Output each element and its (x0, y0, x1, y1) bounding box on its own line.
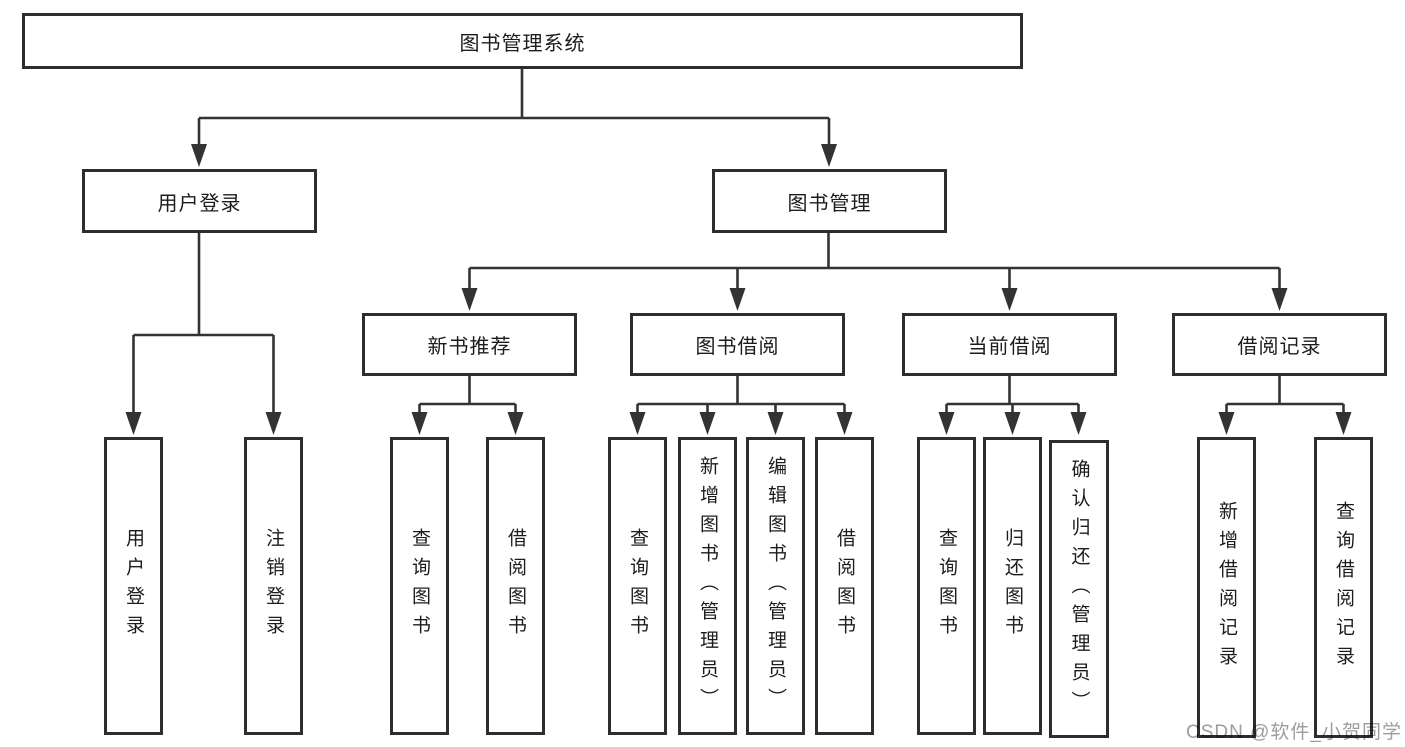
leaf-current-confirm-return-admin: 确认归还（管理员） (1049, 440, 1109, 738)
node-label: 注销登录 (263, 528, 284, 644)
node-label: 借阅记录 (1237, 336, 1322, 358)
leaf-records-query-borrow-record: 查询借阅记录 (1314, 437, 1373, 738)
node-borrow-records: 借阅记录 (1172, 313, 1387, 376)
node-book-management: 图书管理 (712, 169, 947, 233)
node-label: 借阅图书 (834, 528, 855, 644)
csdn-watermark: CSDN @软件_小贺同学 (1186, 722, 1402, 743)
node-label: 查询图书 (936, 528, 957, 644)
leaf-borrowing-query-books: 查询图书 (608, 437, 667, 735)
node-label: 查询借阅记录 (1333, 500, 1354, 675)
node-label: 借阅图书 (505, 528, 526, 644)
leaf-borrowing-edit-books-admin: 编辑图书（管理员） (746, 437, 805, 735)
leaf-logout: 注销登录 (244, 437, 303, 735)
leaf-newbook-query-books: 查询图书 (390, 437, 449, 735)
leaf-current-query-books: 查询图书 (917, 437, 976, 735)
node-label: 用户登录 (157, 192, 242, 215)
leaf-records-add-borrow-record: 新增借阅记录 (1197, 437, 1256, 738)
arrowhead-icons (125, 144, 1352, 435)
node-label: 新增借阅记录 (1216, 500, 1237, 675)
node-label: 查询图书 (627, 528, 648, 644)
node-new-book-recommend: 新书推荐 (362, 313, 577, 376)
leaf-newbook-borrow-books: 借阅图书 (486, 437, 545, 735)
node-label: 图书管理 (787, 192, 872, 215)
leaf-user-login: 用户登录 (104, 437, 163, 735)
node-label: 图书借阅 (695, 336, 780, 358)
node-label: 用户登录 (123, 528, 144, 644)
node-label: 图书管理系统 (459, 32, 586, 55)
node-label: 编辑图书（管理员） (765, 455, 786, 717)
node-label: 新增图书（管理员） (697, 455, 718, 717)
node-user-login: 用户登录 (82, 169, 317, 233)
node-label: 当前借阅 (967, 336, 1052, 358)
node-label: 归还图书 (1002, 528, 1023, 644)
leaf-borrowing-add-books-admin: 新增图书（管理员） (678, 437, 737, 735)
node-root-library-system: 图书管理系统 (22, 13, 1023, 69)
node-label: 查询图书 (409, 528, 430, 644)
leaf-current-return-books: 归还图书 (983, 437, 1042, 735)
node-current-borrowing: 当前借阅 (902, 313, 1117, 376)
node-book-borrowing: 图书借阅 (630, 313, 845, 376)
node-label: 新书推荐 (427, 336, 512, 358)
leaf-borrowing-borrow-books: 借阅图书 (815, 437, 874, 735)
node-label: 确认归还（管理员） (1068, 458, 1090, 720)
